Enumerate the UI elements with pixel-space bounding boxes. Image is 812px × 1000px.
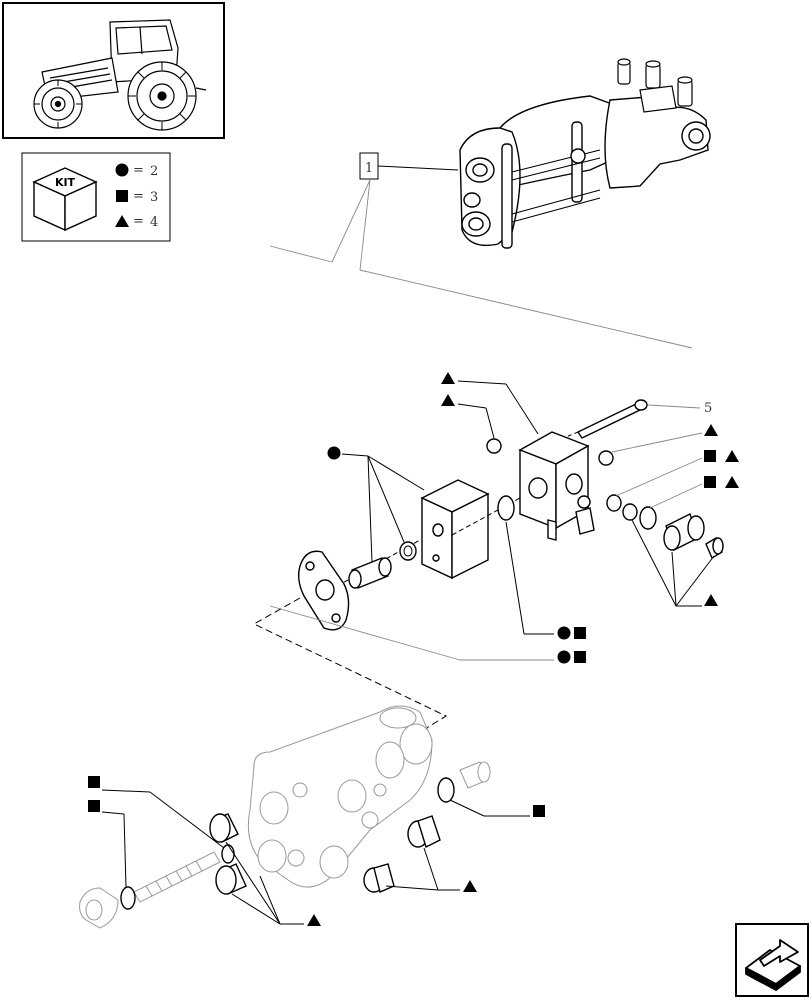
adjuster-part bbox=[79, 887, 119, 929]
triangle-symbol-icon bbox=[725, 450, 739, 462]
next-page-arrow-icon bbox=[745, 939, 801, 991]
square-symbol-icon bbox=[704, 476, 716, 488]
lower-housing-view bbox=[79, 705, 545, 929]
sleeve-part bbox=[348, 557, 392, 589]
kit-qty: 3 bbox=[150, 190, 158, 205]
triangle-symbol-icon bbox=[725, 476, 739, 488]
fitting-part bbox=[459, 761, 491, 789]
triangle-symbol-icon bbox=[441, 372, 455, 384]
valve-assembly-overview bbox=[269, 58, 711, 349]
triangle-symbol-icon bbox=[307, 914, 321, 926]
square-symbol-icon bbox=[574, 627, 586, 639]
kit-cube-icon bbox=[32, 167, 98, 232]
spring-part bbox=[133, 851, 221, 903]
plug-part bbox=[363, 863, 395, 893]
square-symbol-icon bbox=[88, 800, 100, 812]
spacer-block-part bbox=[420, 479, 490, 580]
circle-symbol-icon bbox=[327, 446, 341, 460]
o-ring-part bbox=[120, 886, 136, 910]
square-symbol-icon bbox=[704, 450, 716, 462]
housing-part bbox=[247, 705, 433, 888]
o-ring-part bbox=[639, 506, 657, 530]
gasket-part bbox=[297, 550, 350, 631]
reference-box-label: 1 bbox=[365, 161, 373, 176]
cap-part bbox=[705, 536, 724, 560]
circle-symbol-icon bbox=[115, 163, 129, 177]
kit-qty: 2 bbox=[150, 164, 158, 179]
triangle-symbol-icon bbox=[704, 594, 718, 606]
kit-row-circle: = 2 bbox=[115, 163, 158, 179]
kit-eq: = bbox=[133, 189, 144, 204]
tractor-icon bbox=[33, 19, 207, 131]
o-ring-part bbox=[497, 495, 515, 521]
triangle-symbol-icon bbox=[463, 880, 477, 892]
triangle-symbol-icon bbox=[704, 424, 718, 436]
valve-block-part bbox=[518, 431, 595, 541]
square-symbol-icon bbox=[116, 190, 128, 202]
square-symbol-icon bbox=[574, 651, 586, 663]
fitting-part bbox=[663, 513, 705, 551]
kit-legend: KIT = 2 = 3 = 4 bbox=[21, 152, 171, 242]
tractor-thumbnail bbox=[2, 2, 225, 139]
plug-part bbox=[598, 450, 614, 466]
o-ring-part bbox=[437, 777, 455, 803]
reference-box-1: 1 bbox=[359, 152, 379, 180]
circle-symbol-icon bbox=[557, 650, 571, 664]
triangle-symbol-icon bbox=[441, 394, 455, 406]
plug-part bbox=[486, 438, 502, 454]
kit-row-triangle: = 4 bbox=[115, 214, 158, 230]
plug-part bbox=[209, 813, 239, 843]
washer-part bbox=[399, 541, 417, 561]
kit-eq: = bbox=[133, 163, 144, 178]
kit-label: KIT bbox=[55, 176, 76, 189]
kit-qty: 4 bbox=[150, 215, 158, 230]
plug-part bbox=[407, 815, 441, 848]
next-page-button[interactable] bbox=[735, 923, 809, 997]
seal-part bbox=[622, 503, 638, 521]
circle-symbol-icon bbox=[557, 626, 571, 640]
plug-part bbox=[215, 863, 247, 895]
square-symbol-icon bbox=[88, 776, 100, 788]
square-symbol-icon bbox=[533, 805, 545, 817]
kit-eq: = bbox=[133, 214, 144, 229]
item-number-5: 5 bbox=[704, 401, 712, 416]
washer-part bbox=[606, 494, 622, 512]
exploded-kit-view: 5 bbox=[252, 372, 739, 743]
bolt-part bbox=[539, 399, 648, 449]
kit-row-square: = 3 bbox=[116, 189, 158, 205]
